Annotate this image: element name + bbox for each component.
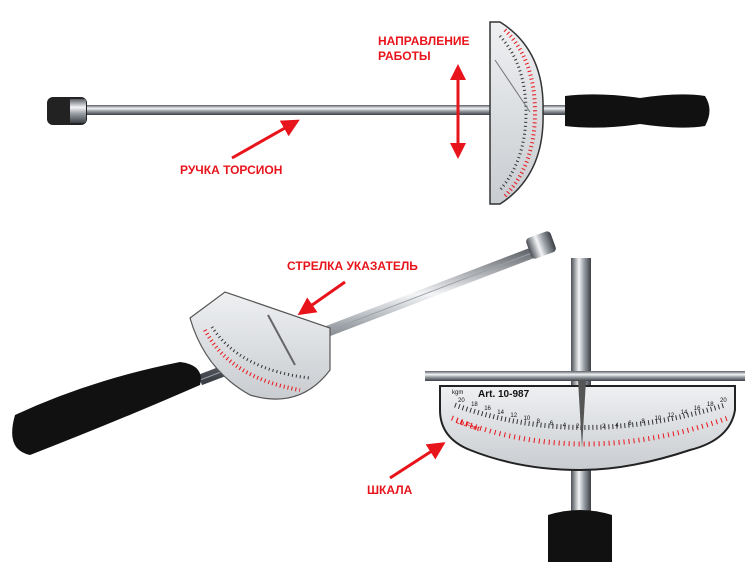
direction-label-line2: РАБОТЫ (378, 49, 431, 63)
pointer-needle (578, 380, 586, 448)
top-scale-dial (489, 21, 544, 205)
dial-tick-label: 14 (680, 409, 688, 416)
dial-tick-label: 12 (510, 413, 518, 420)
direction-label: НАПРАВЛЕНИЕ РАБОТЫ (378, 34, 470, 64)
direction-label-line1: НАПРАВЛЕНИЕ (378, 34, 470, 48)
pointer-label-arrow (297, 280, 346, 316)
dial-tick-label: 4 (615, 422, 619, 429)
pointer-label: СТРЕЛКА УКАЗАТЕЛЬ (287, 259, 418, 273)
dial-tick-label: 6 (628, 421, 632, 428)
scale-label: ШКАЛА (367, 483, 413, 497)
dial-article: Art. 10-987 (478, 389, 530, 400)
dial-tick-label: 12 (667, 413, 675, 420)
dial-tick-label: 20 (720, 398, 727, 404)
dial-tick-label: 6 (549, 421, 554, 428)
dial-tick-label: 10 (654, 416, 662, 423)
dial-unit-kgm: kgm (452, 390, 464, 396)
dial-tick-label: 8 (641, 419, 645, 426)
angled-wrench (12, 231, 556, 455)
dial-tick-label: 4 (562, 422, 567, 429)
scale-label-arrow (389, 442, 446, 480)
dial-tick-label: 18 (471, 402, 478, 409)
handle-pointer-arrow (231, 119, 300, 160)
dial-tick-label: 20 (458, 398, 465, 404)
dial-tick-label: 14 (497, 409, 504, 416)
black-grip-handle (565, 94, 710, 128)
dial-tick-label: 2 (575, 423, 580, 430)
dial-tick-label: 10 (523, 416, 531, 423)
dial-tick-label: 16 (693, 406, 701, 413)
dial-tick-label: 8 (536, 419, 540, 426)
top-wrench (47, 21, 710, 205)
black-grip-handle-angled (12, 362, 201, 455)
direction-arrow (450, 64, 466, 159)
scale-closeup (389, 258, 745, 562)
dial-tick-label: 16 (484, 406, 491, 413)
torsion-bar (80, 105, 570, 115)
dial-tick-label: 18 (706, 402, 714, 409)
handle-label: РУЧКА ТОРСИОН (180, 163, 283, 177)
dial-tick-label: 2 (602, 423, 606, 430)
